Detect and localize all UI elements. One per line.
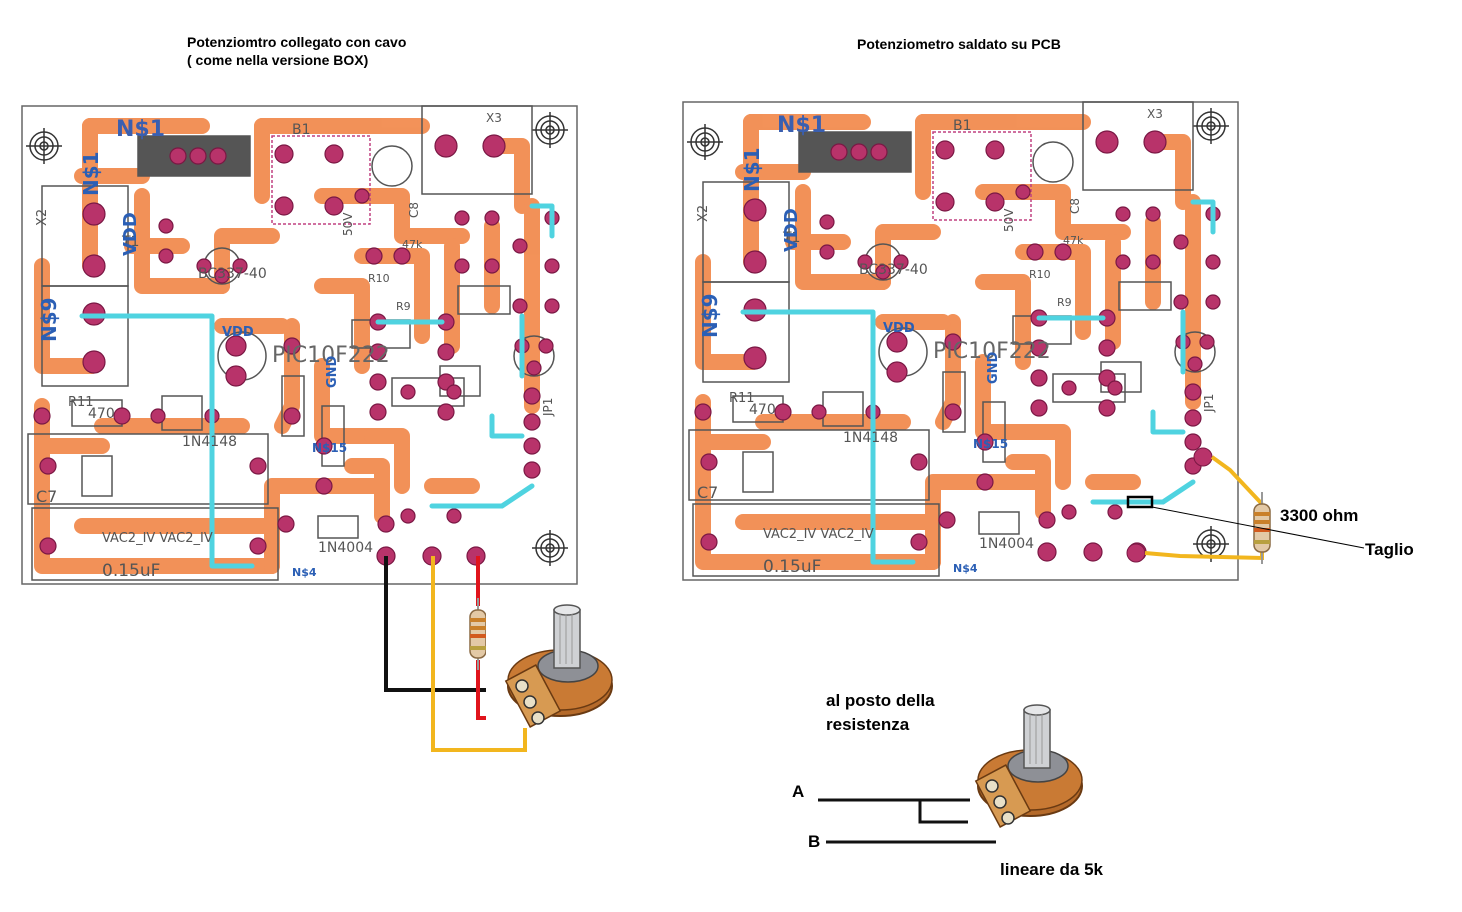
wire-a-bridge	[918, 800, 968, 824]
note-line2: resistenza	[826, 715, 910, 734]
resistor-value-label: 3300 ohm	[1280, 506, 1359, 525]
cut-mark	[1126, 495, 1154, 509]
note-line1: al posto della	[826, 691, 935, 710]
left-title-line2: ( come nella versione BOX)	[187, 52, 369, 68]
wire-a	[1210, 455, 1264, 506]
bottom-label-b: B	[808, 832, 821, 851]
left-pcb	[22, 106, 577, 584]
right-title: Potenziometro saldato su PCB	[857, 36, 1061, 52]
right-modification	[1126, 447, 1365, 565]
right-pcb	[683, 102, 1238, 580]
left-title-line1: Potenziomtro collegato con cavo	[187, 34, 407, 50]
pad-a	[1193, 447, 1213, 467]
pad-b	[1126, 543, 1146, 563]
cut-leader-line	[1151, 506, 1365, 549]
pot-value-label: lineare da 5k	[1000, 860, 1104, 879]
cut-label: Taglio	[1365, 540, 1414, 559]
left-potentiometer	[485, 599, 623, 729]
series-resistor	[469, 597, 487, 671]
bottom-pot-wiring	[818, 699, 1093, 844]
yellow-wire	[431, 556, 527, 752]
left-pot-wiring	[384, 556, 623, 752]
bottom-label-a: A	[792, 782, 805, 801]
bottom-potentiometer	[955, 699, 1093, 829]
